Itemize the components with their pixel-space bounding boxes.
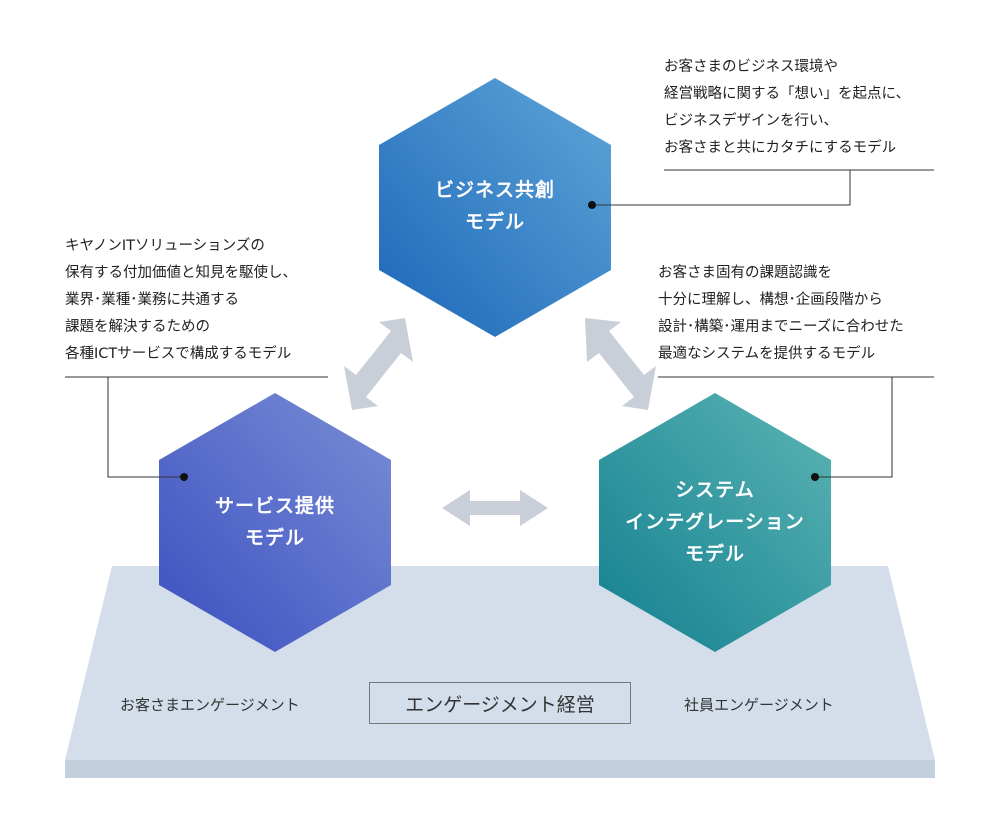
description-line: お客さまと共にカタチにするモデル [664, 140, 897, 156]
arrow-business-si [585, 318, 656, 410]
arrow-service-si [442, 490, 548, 526]
hex-business-title-line: モデル [464, 211, 525, 233]
arrow-business-service [344, 318, 413, 410]
description-line: キヤノンITソリューションズの [65, 238, 265, 254]
service-description: キヤノンITソリューションズの 保有する付加価値と知見を駆使し、 業界･業種･業… [65, 233, 297, 368]
business-description: お客さまのビジネス環境や 経営戦略に関する「想い」を起点に、 ビジネスデザインを… [664, 54, 910, 162]
description-line: 課題を解決するための [65, 319, 210, 335]
engagement-management-label: エンゲージメント経営 [369, 682, 631, 724]
hex-business-title-line: ビジネス共創 [434, 179, 555, 201]
leader-service [107, 377, 184, 478]
hex-si-title-line: システム [675, 479, 755, 501]
hex-si-label: システム インテグレーション モデル [599, 474, 831, 570]
employee-engagement-label: 社員エンゲージメント [684, 696, 834, 714]
customer-engagement-label: お客さまエンゲージメント [120, 696, 300, 714]
description-line: ビジネスデザインを行い、 [664, 113, 838, 129]
description-line: 最適なシステムを提供するモデル [658, 346, 876, 362]
hex-service-title-line: モデル [244, 527, 305, 549]
description-line: 経営戦略に関する「想い」を起点に、 [664, 86, 911, 102]
description-line: 各種ICTサービスで構成するモデル [65, 346, 292, 362]
description-line: お客さまのビジネス環境や [664, 59, 838, 75]
leader-business [592, 169, 851, 206]
si-description: お客さま固有の課題認識を 十分に理解し、構想･企画段階から 設計･構築･運用まで… [658, 260, 904, 368]
leader-dot-si [811, 473, 819, 481]
description-line: 業界･業種･業務に共通する [65, 292, 239, 308]
description-line: 保有する付加価値と知見を駆使し、 [65, 265, 297, 281]
description-line: 設計･構築･運用までニーズに合わせた [658, 319, 904, 335]
hex-service-title-line: サービス提供 [214, 495, 335, 517]
platform-side [65, 760, 935, 778]
hex-business-label: ビジネス共創 モデル [379, 174, 611, 238]
hex-si-title-line: インテグレーション [625, 511, 805, 533]
hex-business [379, 78, 611, 337]
hex-service [159, 393, 391, 652]
hex-si-title-line: モデル [684, 543, 745, 565]
description-line: お客さま固有の課題認識を [658, 265, 832, 281]
leader-dot-business [588, 201, 596, 209]
hex-service-label: サービス提供 モデル [159, 490, 391, 554]
leader-si [815, 377, 893, 478]
description-line: 十分に理解し、構想･企画段階から [658, 292, 883, 308]
leader-dot-service [180, 473, 188, 481]
hex-si [599, 393, 831, 652]
